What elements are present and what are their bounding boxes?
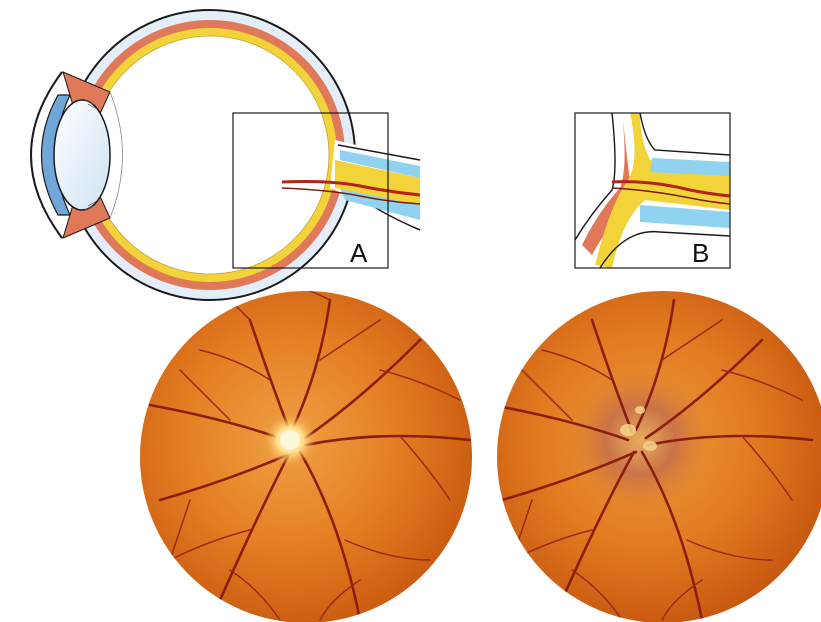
swollen-optic-nerve-inset-icon: B <box>575 113 730 268</box>
panel-b-label: B <box>692 238 709 268</box>
papilledema-fundus-icon <box>492 291 821 622</box>
panel-a-label: A <box>350 238 368 268</box>
normal-fundus-icon <box>140 288 472 622</box>
